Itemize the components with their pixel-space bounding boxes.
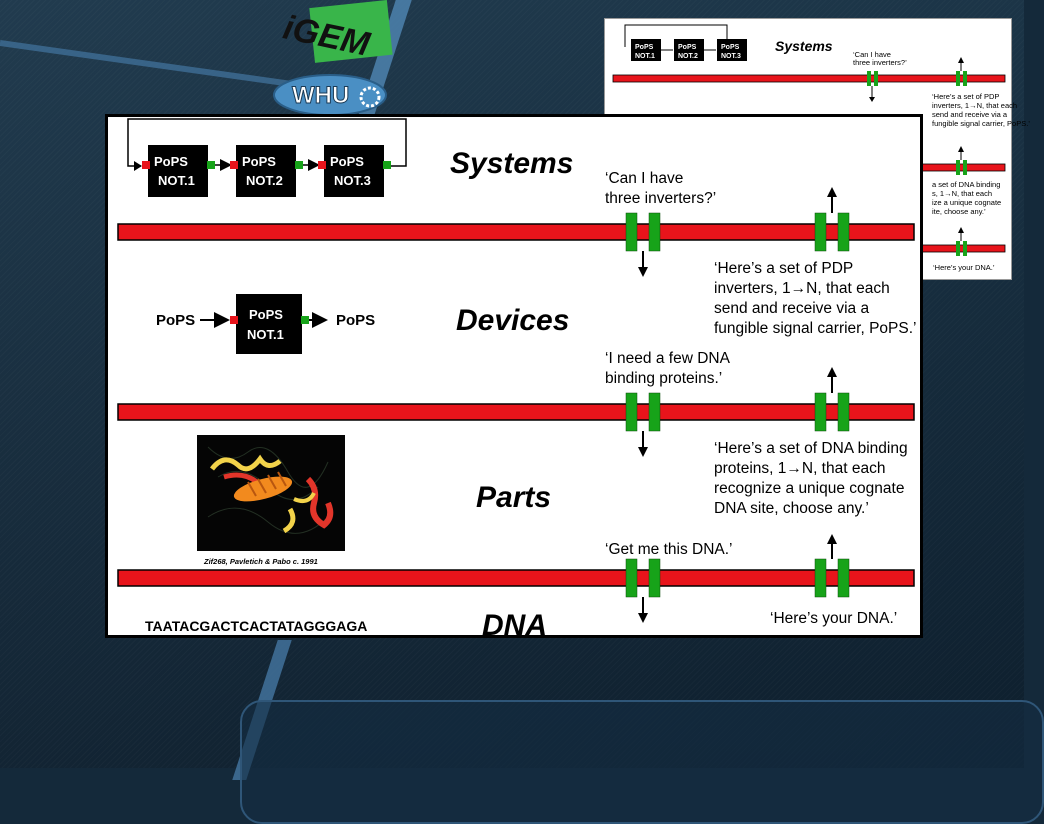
decorative-panel [240,700,1044,824]
thumb-response: ‘Here’s your DNA.’ [933,263,995,272]
systems-gate-not3: PoPS NOT.3 [318,145,391,197]
abstraction-hierarchy-diagram: PoPS NOT.1 PoPS NOT.2 PoPS NOT.3 Systems [105,114,923,642]
thumb-systems-label: Systems [775,38,833,54]
request-systems: three inverters?’ [605,190,716,207]
protein-image-credit: Zif268, Pavletich & Pabo c. 1991 [203,557,318,566]
device-input-label: PoPS [156,312,195,329]
thumb-gate-3: PoPS NOT.3 [717,39,747,61]
gate-label: PoPS [242,154,276,169]
thumb-gate-2: PoPS NOT.2 [674,39,704,61]
response-dna: ‘Here’s your DNA.’ [770,610,897,627]
svg-text:NOT.1: NOT.1 [635,53,655,60]
request-dna: ‘Get me this DNA.’ [605,541,732,558]
thumb-request: three inverters?’ [853,58,907,67]
request-systems: ‘Can I have [605,170,683,187]
thumb-response: ite, choose any.’ [932,207,986,216]
up-arrow-icon [827,367,837,377]
abstraction-barrier-3 [117,534,915,623]
level-devices: Devices [456,304,569,337]
gate-label: NOT.1 [158,173,195,188]
up-arrow-icon [827,187,837,197]
down-arrow-icon [638,447,648,457]
gate-label: PoPS [154,154,188,169]
response-parts: ‘Here’s a set of DNA binding [714,440,908,457]
gate-label: NOT.1 [247,327,284,342]
request-parts: ‘I need a few DNA [605,350,731,367]
response-parts: DNA site, choose any.’ [714,500,869,517]
response-systems: send and receive via a [714,300,869,317]
systems-ring-oscillator: PoPS NOT.1 PoPS NOT.2 PoPS NOT.3 [127,118,407,197]
thumb-response: ize a unique cognate [932,198,1001,207]
svg-text:PoPS: PoPS [678,44,697,51]
response-systems: inverters, 1→N, that each [714,280,890,297]
device-inverter: PoPS PoPS NOT.1 PoPS [156,294,375,354]
response-parts: recognize a unique cognate [714,480,904,497]
gate-label: PoPS [330,154,364,169]
gate-label: NOT.2 [246,173,283,188]
gate-label: PoPS [249,307,283,322]
response-parts: proteins, 1→N, that each [714,460,885,477]
abstraction-barrier-1 [117,187,915,277]
svg-text:PoPS: PoPS [721,44,740,51]
abstraction-barrier-2 [117,367,915,457]
level-dna: DNA [482,609,547,642]
thumb-gate-1: PoPS NOT.1 [631,39,661,61]
whu-wordmark: WHU [292,82,349,109]
zif268-protein-image: Zif268, Pavletich & Pabo c. 1991 [197,435,345,566]
gate-label: NOT.3 [334,173,371,188]
level-systems: Systems [450,147,573,180]
down-arrow-icon [638,267,648,277]
thumb-response: send and receive via a [932,110,1008,119]
device-output-label: PoPS [336,312,375,329]
systems-gate-not1: PoPS NOT.1 [142,145,215,197]
thumb-response: s, 1→N, that each [932,189,992,198]
thumb-response: ‘Here’s a set of PDP [932,92,999,101]
request-parts: binding proteins.’ [605,370,722,387]
thumb-request: ‘Can I have [853,50,891,59]
systems-gate-not2: PoPS NOT.2 [230,145,303,197]
igem-whu-logo: iGEM WHU [270,0,410,117]
thumb-response: a set of DNA binding [932,180,1000,189]
svg-text:PoPS: PoPS [635,44,654,51]
svg-text:NOT.2: NOT.2 [678,53,698,60]
thumb-response: inverters, 1→N, that each [932,101,1017,110]
up-arrow-icon [827,534,837,544]
dna-sequence: TAATACGACTCACTATAGGGAGA [145,618,367,634]
response-systems: fungible signal carrier, PoPS.’ [714,320,916,337]
response-systems: ‘Here’s a set of PDP [714,260,853,277]
svg-text:NOT.3: NOT.3 [721,53,741,60]
thumb-response: fungible signal carrier, PoPS.’ [932,119,1030,128]
down-arrow-icon [638,613,648,623]
level-parts: Parts [476,481,551,514]
